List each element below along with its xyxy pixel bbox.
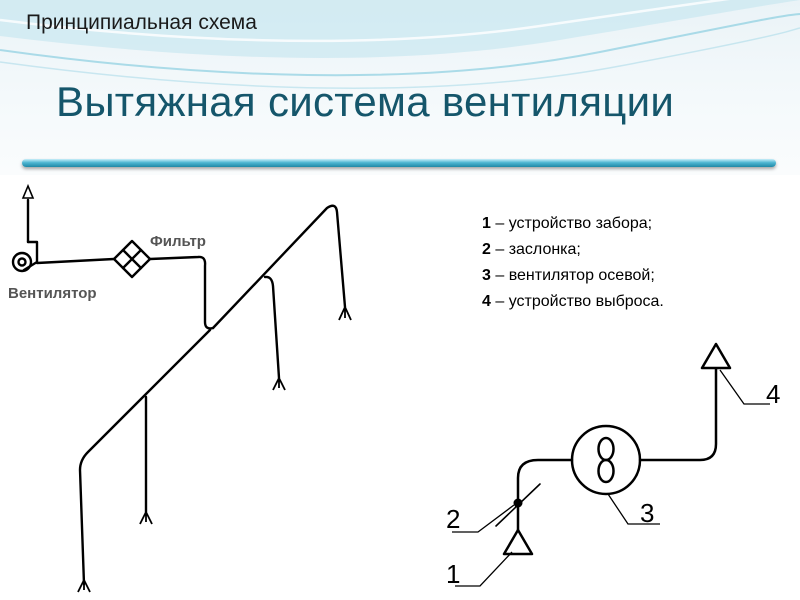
title-divider (22, 159, 776, 167)
legend-item-4: 4 – устройство выброса. (482, 293, 664, 310)
slide-subtitle: Принципиальная схема (26, 11, 257, 34)
legend: 1 – устройство забора; 2 – заслонка; 3 –… (482, 211, 664, 315)
filter-label: Фильтр (150, 233, 206, 250)
slide-title: Вытяжная система вентиляции (56, 78, 675, 125)
legend-item-2: 2 – заслонка; (482, 241, 581, 258)
schematic-label-1: 1 (446, 559, 460, 589)
header-wave-decoration (0, 0, 800, 89)
right-schematic-diagram: 1 2 3 4 (428, 326, 800, 600)
schematic-label-4: 4 (766, 379, 780, 409)
schematic-label-2: 2 (446, 504, 460, 534)
legend-item-1: 1 – устройство забора; (482, 215, 653, 232)
legend-item-3: 3 – вентилятор осевой; (482, 267, 655, 284)
left-duct-diagram: Фильтр Вентилятор (0, 175, 375, 600)
schematic-label-3: 3 (640, 498, 654, 528)
fan-label: Вентилятор (8, 285, 97, 302)
